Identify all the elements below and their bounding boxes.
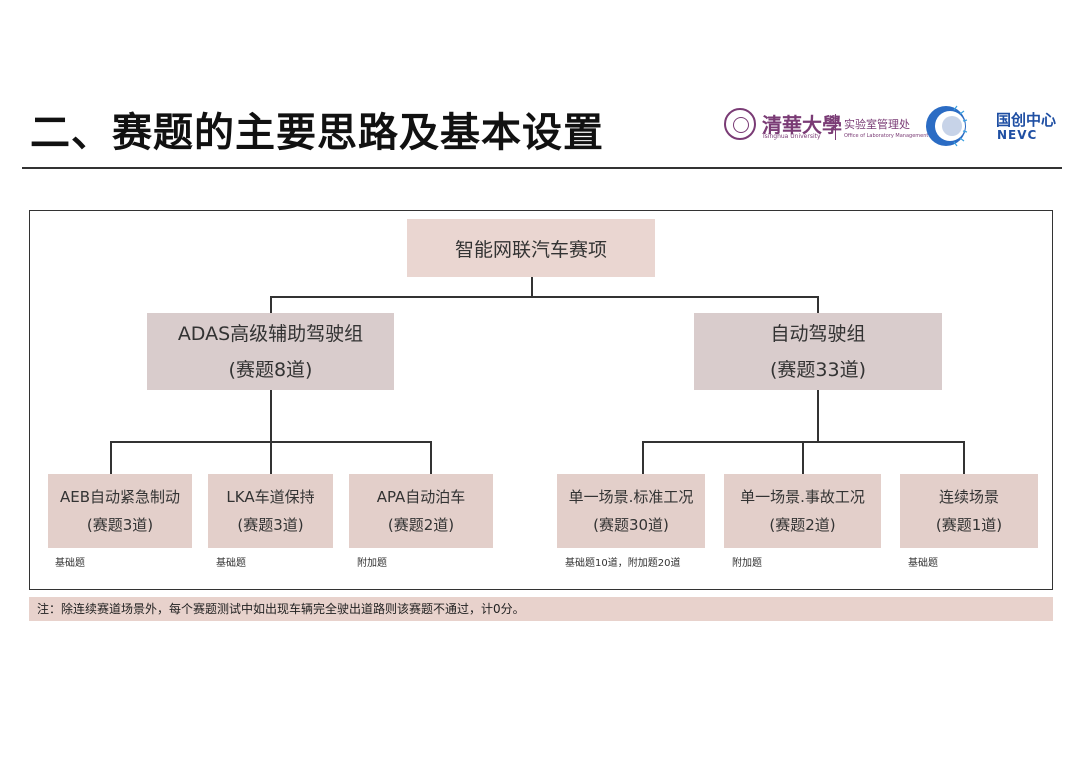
leaf-node-tag: 基础题 (55, 558, 85, 569)
page-title: 二、赛题的主要思路及基本设置 (30, 110, 604, 156)
connector (802, 441, 804, 474)
leaf-node-single-accident: 单一场景.事故工况 (赛题2道) (724, 474, 881, 548)
leaf-node-lka: LKA车道保持 (赛题3道) (208, 474, 333, 548)
org-chart-frame (29, 210, 1053, 590)
header-logos: 清華大學 Tsinghua University 实验室管理处 Office o… (722, 100, 1072, 152)
leaf-node-label: 连续场景 (938, 488, 999, 506)
leaf-node-single-standard: 单一场景.标准工况 (赛题30道) (557, 474, 705, 548)
leaf-node-count: (赛题2道) (769, 516, 836, 534)
footnote: 注：除连续赛道场景外，每个赛题测试中如出现车辆完全驶出道路则该赛题不通过，计0分… (29, 597, 1053, 621)
connector (642, 441, 644, 474)
connector (270, 296, 272, 313)
leaf-node-count: (赛题30道) (593, 516, 669, 534)
leaf-node-label: 单一场景.标准工况 (568, 488, 694, 506)
connector (817, 390, 819, 442)
connector (270, 296, 818, 298)
connector (110, 441, 112, 474)
leaf-node-tag: 附加题 (357, 558, 387, 569)
tsinghua-logo-en: Tsinghua University (762, 133, 821, 140)
leaf-node-label: 单一场景.事故工况 (740, 488, 865, 506)
nevc-logo-icon (926, 105, 968, 147)
leaf-node-aeb: AEB自动紧急制动 (赛题3道) (48, 474, 192, 548)
connector (270, 441, 272, 474)
title-underline (22, 167, 1062, 169)
leaf-node-tag: 基础题 (216, 558, 246, 569)
nevc-logo-en: NEVC (997, 128, 1038, 142)
tsinghua-seal-icon (724, 108, 756, 140)
tsinghua-logo-name: 清華大學 (762, 113, 842, 137)
group-node-autonomous: 自动驾驶组 (赛题33道) (694, 313, 942, 390)
connector (817, 296, 819, 313)
root-node-label: 智能网联汽车赛项 (454, 238, 607, 261)
leaf-node-label: APA自动泊车 (376, 488, 466, 506)
leaf-node-count: (赛题1道) (935, 516, 1003, 534)
leaf-node-continuous: 连续场景 (赛题1道) (900, 474, 1038, 548)
lab-office-en: Office of Laboratory Management (844, 133, 929, 139)
connector (430, 441, 432, 474)
leaf-node-count: (赛题3道) (86, 516, 154, 534)
lab-office-name: 实验室管理处 (844, 118, 910, 131)
leaf-node-label: AEB自动紧急制动 (59, 488, 181, 506)
connector (963, 441, 965, 474)
connector (270, 390, 272, 442)
root-node: 智能网联汽车赛项 (407, 219, 655, 277)
logo-divider (835, 114, 836, 140)
leaf-node-tag: 基础题 (908, 558, 938, 569)
leaf-node-count: (赛题3道) (237, 516, 304, 534)
group-node-count: (赛题8道) (228, 358, 313, 381)
group-node-label: ADAS高级辅助驾驶组 (177, 322, 364, 345)
leaf-node-tag: 附加题 (732, 558, 762, 569)
connector (531, 277, 533, 297)
leaf-node-tag: 基础题10道，附加题20道 (565, 558, 681, 569)
nevc-logo-cn: 国创中心 (996, 111, 1057, 129)
group-node-label: 自动驾驶组 (770, 322, 866, 345)
leaf-node-apa: APA自动泊车 (赛题2道) (349, 474, 493, 548)
leaf-node-label: LKA车道保持 (226, 488, 315, 506)
group-node-count: (赛题33道) (769, 358, 866, 381)
leaf-node-count: (赛题2道) (387, 516, 455, 534)
group-node-adas: ADAS高级辅助驾驶组 (赛题8道) (147, 313, 394, 390)
